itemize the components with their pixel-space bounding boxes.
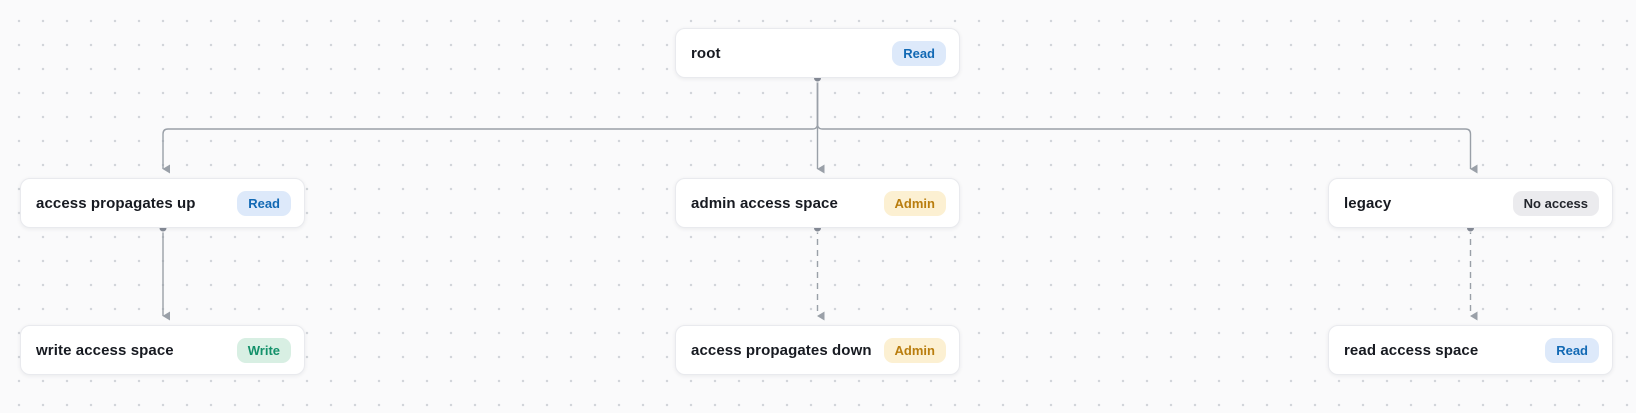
node-legacy[interactable]: legacy No access [1328,178,1613,228]
access-badge: Read [892,40,946,66]
node-write-access-space[interactable]: write access space Write [20,325,305,375]
node-label: root [691,44,721,62]
node-label: access propagates up [36,194,196,212]
node-access-propagates-up[interactable]: access propagates up Read [20,178,305,228]
node-root[interactable]: root Read [675,28,960,78]
node-label: legacy [1344,194,1392,212]
edge-root-to-access-propagates-up[interactable] [162,78,819,174]
access-badge: No access [1512,190,1599,216]
edge-root-to-legacy[interactable] [816,78,1478,174]
access-badge: Write [236,337,291,363]
node-label: read access space [1344,341,1479,359]
node-access-propagates-down[interactable]: access propagates down Admin [675,325,960,375]
node-label: access propagates down [691,341,872,359]
access-badge: Admin [883,190,946,216]
access-badge: Admin [883,337,946,363]
node-label: admin access space [691,194,838,212]
node-label: write access space [36,341,174,359]
access-badge: Read [237,190,291,216]
node-admin-access-space[interactable]: admin access space Admin [675,178,960,228]
access-badge: Read [1545,337,1599,363]
node-read-access-space[interactable]: read access space Read [1328,325,1613,375]
